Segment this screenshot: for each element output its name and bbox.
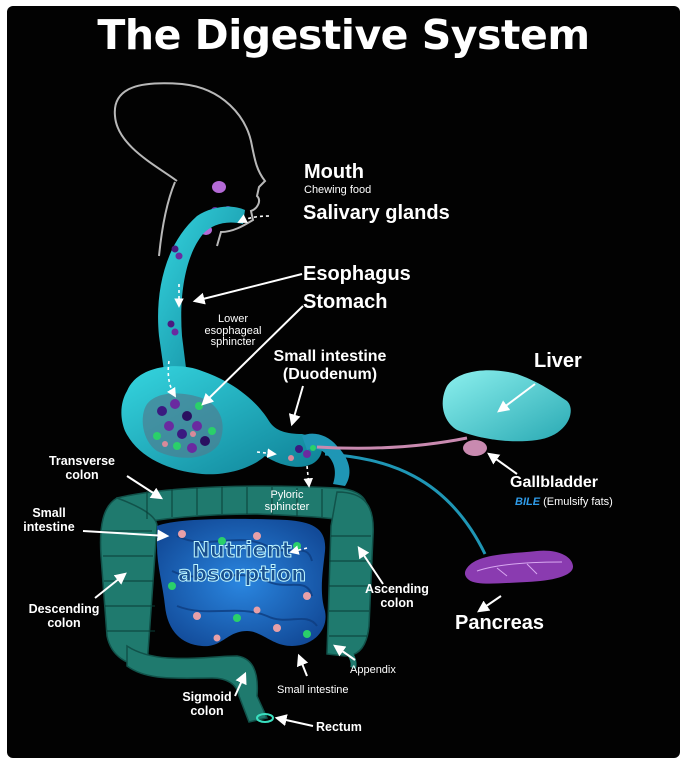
label-bile: BILE (Emulsify fats)	[515, 496, 613, 509]
colon	[99, 485, 374, 723]
label-nutrient-absorption: Nutrient absorption	[177, 537, 307, 587]
label-lower-esophageal-sphincter: Lower esophageal sphincter	[204, 313, 262, 349]
label-rectum: Rectum	[316, 720, 362, 734]
colon-haustra	[102, 487, 371, 637]
label-emulsify-fats: (Emulsify fats)	[543, 496, 613, 508]
diagram-title: The Digestive System	[97, 11, 590, 59]
label-small-intestine-duodenum: Small intestine (Duodenum)	[273, 348, 387, 384]
label-sigmoid-colon: Sigmoid colon	[182, 690, 232, 719]
label-gallbladder: Gallbladder	[510, 474, 599, 491]
label-salivary-glands: Salivary glands	[303, 202, 450, 224]
label-esophagus: Esophagus	[303, 263, 411, 285]
diagram-panel: The Digestive System Mouth Chewing food …	[7, 6, 680, 758]
label-ascending-colon: Ascending colon	[365, 582, 429, 611]
digestive-illustration	[82, 82, 574, 727]
label-mouth: Mouth	[304, 161, 364, 183]
label-small-intestine-left: Small intestine	[23, 506, 75, 535]
label-descending-colon: Descending colon	[28, 602, 100, 631]
rectum	[256, 713, 274, 723]
bile-word: BILE	[515, 496, 541, 508]
label-stomach: Stomach	[303, 291, 388, 313]
label-liver: Liver	[534, 350, 582, 372]
label-pancreas: Pancreas	[455, 612, 544, 634]
esophagus	[158, 206, 245, 378]
bile-duct	[316, 436, 468, 450]
gallbladder	[463, 440, 487, 456]
stomach-food	[153, 399, 216, 453]
head-outline	[113, 82, 267, 247]
flow-arrows	[166, 214, 314, 555]
nutrient-particles	[168, 530, 311, 642]
label-small-intestine-bottom: Small intestine	[277, 684, 349, 696]
pancreatic-duct	[324, 452, 487, 555]
pancreas	[464, 550, 574, 584]
label-pyloric-sphincter: Pyloric sphincter	[264, 489, 310, 513]
label-appendix: Appendix	[350, 664, 396, 676]
esophagus-bolus	[167, 245, 183, 336]
label-transverse-colon: Transverse colon	[48, 454, 116, 483]
label-chewing-food: Chewing food	[304, 184, 372, 196]
leader-arrows	[82, 273, 536, 727]
salivary-gland	[212, 181, 226, 193]
